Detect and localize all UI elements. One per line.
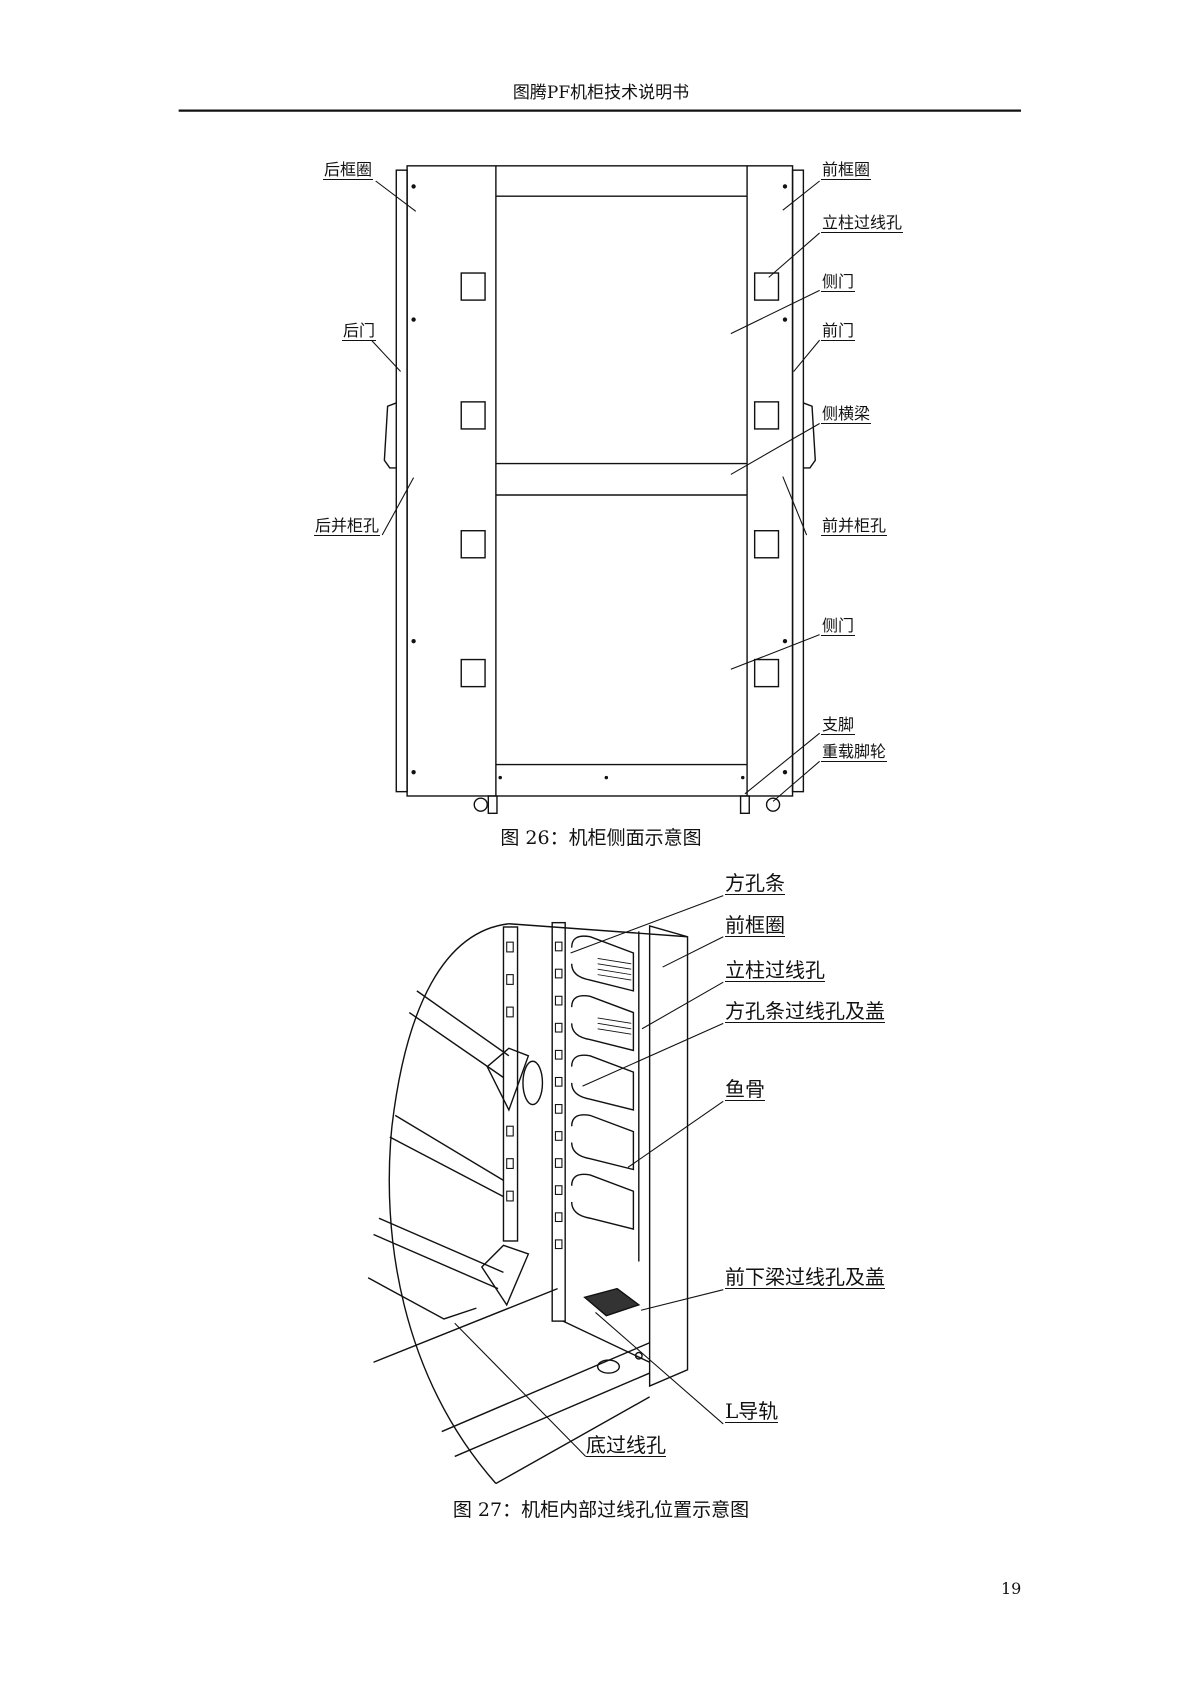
label-rear-frame: 后框圈 [323, 160, 374, 180]
page-number: 19 [1001, 1579, 1022, 1598]
column-cable-holes [460, 272, 780, 688]
label-front-frame: 前框圈 [821, 160, 872, 180]
label-fishbone: 鱼骨 [725, 1077, 765, 1101]
label-square-hole-strip: 方孔条 [725, 871, 785, 895]
page-header-title: 图腾PF机柜技术说明书 [512, 83, 690, 103]
label-l-rail: L导轨 [725, 1399, 779, 1423]
side-panels [367, 990, 530, 1320]
cabinet-side-view [383, 165, 817, 815]
figure-27-caption: 图 27：机柜内部过线孔位置示意图 [452, 1499, 750, 1521]
label-support-foot: 支脚 [821, 715, 856, 735]
label-side-door-upper: 侧门 [821, 272, 856, 292]
floor [373, 1287, 650, 1485]
cabinet-interior-view [367, 921, 689, 1485]
square-holes [506, 941, 563, 1250]
casters [473, 795, 781, 815]
label-heavy-caster: 重载脚轮 [821, 742, 888, 762]
label-front-join-hole: 前并柜孔 [821, 516, 888, 536]
label-bottom-cable-hole: 底过线孔 [586, 1433, 666, 1457]
mesh-cover [597, 957, 632, 1035]
fig26-leader-lines [370, 180, 821, 802]
fig27-leader-lines [454, 895, 724, 1457]
label-column-cable-hole: 立柱过线孔 [821, 213, 904, 233]
label-side-door-lower: 侧门 [821, 616, 856, 636]
label-lower-beam-cable-hole-cover: 前下梁过线孔及盖 [725, 1265, 885, 1289]
label-front-door: 前门 [821, 321, 856, 341]
figure-26-caption: 图 26：机柜侧面示意图 [500, 827, 702, 849]
label-column-cable-hole-27: 立柱过线孔 [725, 958, 825, 982]
label-strip-cable-hole-cover: 方孔条过线孔及盖 [725, 999, 885, 1023]
label-rear-door: 后门 [342, 321, 377, 341]
fishbone [570, 931, 640, 1262]
label-rear-join-hole: 后并柜孔 [314, 516, 381, 536]
lower-beam-cover [583, 1287, 641, 1317]
label-front-frame-27: 前框圈 [725, 913, 785, 937]
label-side-beam: 侧横梁 [821, 404, 872, 424]
